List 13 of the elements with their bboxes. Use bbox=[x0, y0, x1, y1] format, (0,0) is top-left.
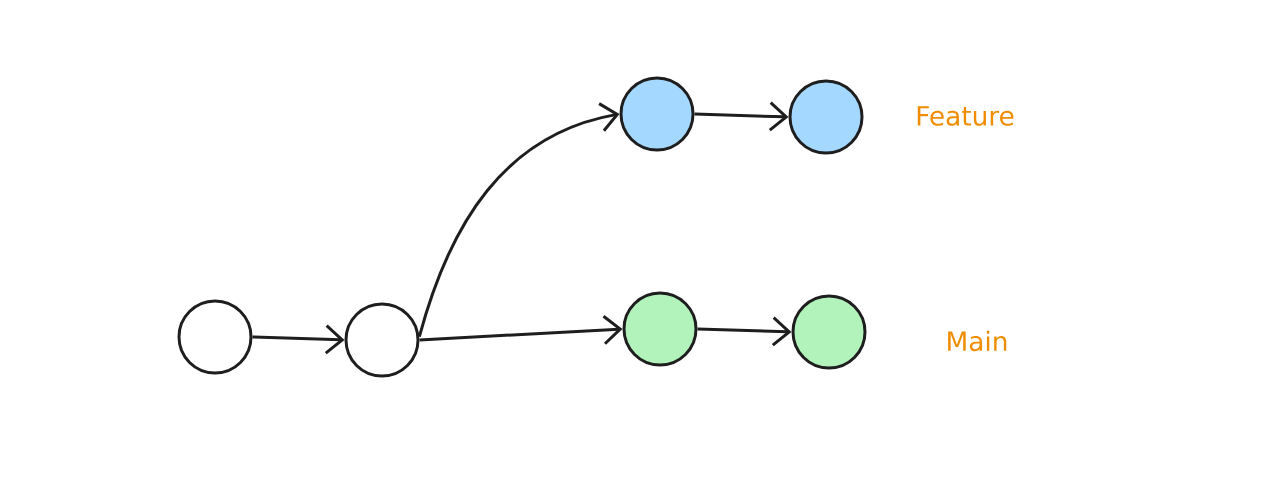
commit-circle bbox=[791, 294, 867, 370]
arrow bbox=[697, 316, 792, 347]
branch-label: Feature bbox=[917, 106, 1014, 126]
commit-circle bbox=[344, 302, 420, 378]
branch-label: Main bbox=[948, 330, 1007, 352]
arrow bbox=[417, 102, 620, 338]
arrow bbox=[419, 315, 623, 345]
commit-circle bbox=[619, 76, 695, 152]
commit-circle bbox=[622, 291, 698, 367]
commit-circle bbox=[788, 79, 864, 155]
arrow bbox=[694, 101, 789, 132]
commit-circle bbox=[177, 299, 253, 375]
arrow bbox=[252, 324, 345, 355]
